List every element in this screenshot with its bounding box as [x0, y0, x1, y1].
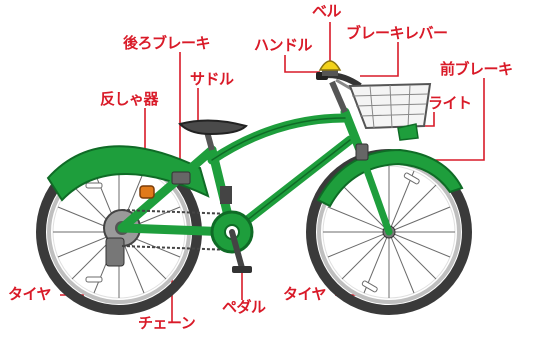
rear-brake	[171, 171, 191, 185]
label-front-brake: 前ブレーキ	[440, 60, 513, 78]
reflector	[139, 185, 155, 199]
pedal	[232, 266, 252, 273]
crank	[229, 229, 245, 271]
label-chain: チェーン	[138, 314, 196, 332]
label-handle: ハンドル	[254, 36, 313, 54]
kickstand	[220, 186, 232, 204]
basket	[348, 82, 432, 130]
label-rear-brake: 後ろブレーキ	[123, 34, 211, 52]
label-tire-rear: タイヤ	[8, 285, 52, 303]
derailleur	[105, 237, 125, 267]
stem	[329, 80, 348, 114]
leader-handle	[284, 55, 320, 73]
label-tire-front: タイヤ	[283, 285, 327, 303]
label-brake-lever: ブレーキレバー	[346, 24, 448, 42]
saddle	[178, 119, 248, 136]
bell	[318, 60, 342, 76]
label-pedal: ペダル	[222, 298, 266, 316]
chain	[121, 209, 233, 251]
front-brake	[355, 143, 369, 161]
leader-brake-lever	[360, 42, 399, 77]
light	[397, 123, 419, 141]
label-saddle: サドル	[190, 70, 234, 88]
rear-fender	[46, 145, 210, 202]
label-bell: ベル	[312, 2, 342, 20]
label-light: ライト	[428, 94, 472, 112]
label-reflector: 反しゃ器	[100, 90, 159, 108]
